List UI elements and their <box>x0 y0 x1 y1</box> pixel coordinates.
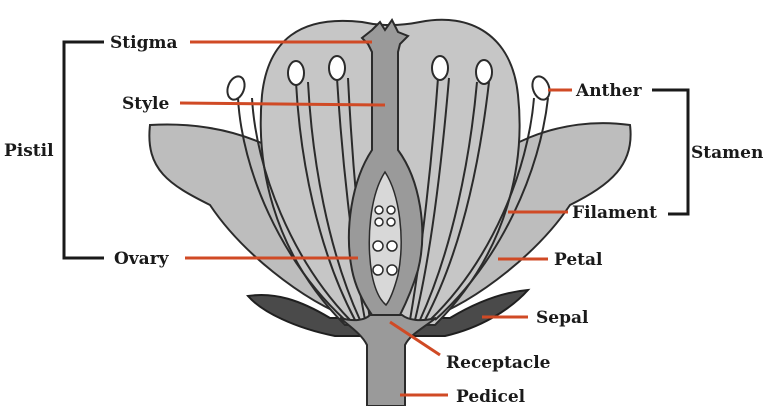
anther-label: Anther <box>575 81 643 101</box>
leader-lines <box>179 40 572 397</box>
ovary-label: Ovary <box>114 249 170 269</box>
receptacle-label: Receptacle <box>446 353 551 373</box>
pistil-bracket <box>62 40 104 260</box>
sepal-shape <box>246 288 531 337</box>
stamen-label: Stamen <box>691 143 763 163</box>
anthers <box>226 55 551 101</box>
pistil-shape <box>347 18 424 316</box>
stamen-bracket <box>652 88 690 216</box>
receptacle-pedicel <box>339 314 437 406</box>
receptacle-leader <box>389 320 441 357</box>
style-label: Style <box>122 94 169 114</box>
style-leader <box>179 101 386 107</box>
sepal-label: Sepal <box>536 308 589 328</box>
filament-label: Filament <box>572 203 657 223</box>
ovules <box>372 205 398 276</box>
stigma-label: Stigma <box>110 33 177 53</box>
pistil-label: Pistil <box>4 141 54 161</box>
petal-label: Petal <box>554 250 603 270</box>
pedicel-label: Pedicel <box>456 387 526 406</box>
